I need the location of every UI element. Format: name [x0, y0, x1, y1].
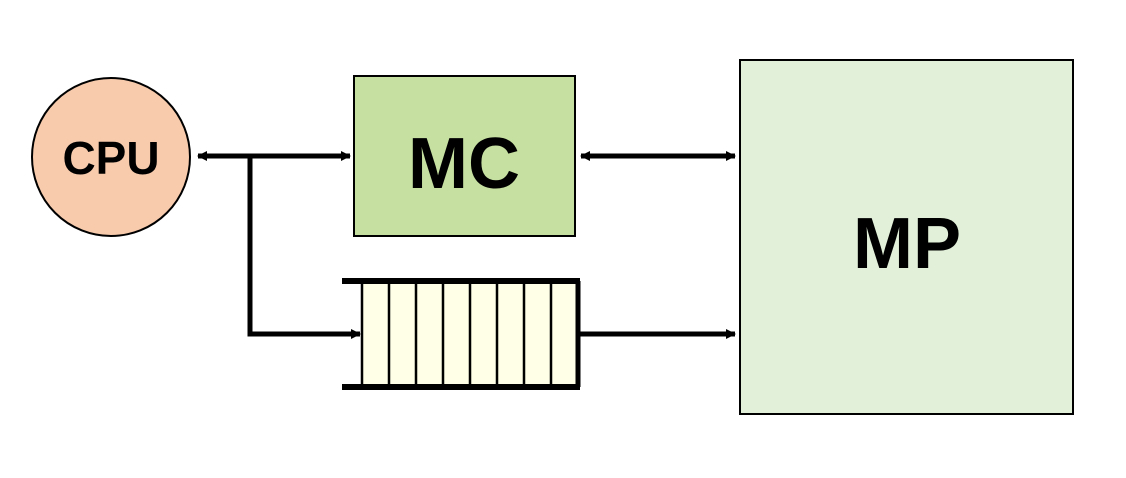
write-buffer-queue	[342, 278, 581, 390]
cpu-label: CPU	[62, 132, 159, 184]
mc-node: MC	[353, 75, 576, 237]
mp-node: MP	[739, 59, 1074, 415]
connections	[197, 151, 736, 339]
mc-box	[353, 75, 576, 237]
mp-label: MP	[853, 204, 961, 284]
cpu-circle	[31, 77, 191, 237]
mc-label: MC	[408, 124, 520, 204]
mp-box	[739, 59, 1074, 415]
queue-slot-dividers	[360, 281, 553, 387]
cpu-node: CPU	[31, 77, 191, 237]
cpu-queue-branch	[247, 156, 361, 339]
